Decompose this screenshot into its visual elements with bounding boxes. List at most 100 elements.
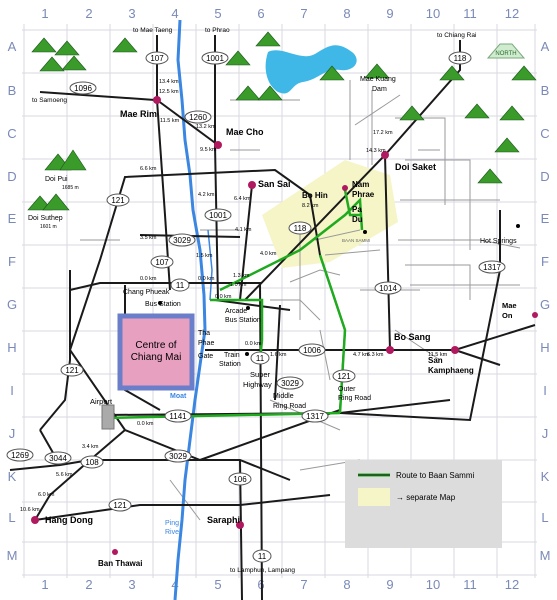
- mountain-icon: [439, 65, 465, 81]
- chiang-mai-centre: [117, 313, 195, 391]
- col-label-top: 10: [426, 6, 440, 21]
- col-label-top: 5: [214, 6, 221, 21]
- label-outer: Outer: [338, 386, 356, 393]
- town-marker-san-kamphaeng: [451, 346, 459, 354]
- road-badge: 1014: [374, 281, 402, 295]
- label-baan-sammi: BAAN SAMMI: [342, 238, 370, 243]
- label-moat: Moat: [170, 393, 187, 400]
- road-badge: 11: [250, 351, 270, 365]
- label-saraphi: Saraphi: [207, 515, 240, 525]
- road-badge: 107: [145, 51, 169, 65]
- mountain-icon: [59, 149, 87, 171]
- label-arcade: Arcade: [225, 308, 247, 315]
- col-label-bottom: 12: [505, 577, 519, 592]
- town-marker-mae-rim: [153, 96, 161, 104]
- label-middle-ring: Ring Road: [273, 403, 306, 410]
- centre-label-1: Centre of: [135, 340, 176, 351]
- road-badge: 1317: [301, 409, 329, 423]
- road-badge: 11: [252, 549, 272, 563]
- legend-separate-label: → separate Map: [396, 493, 456, 502]
- row-label-left: D: [7, 169, 16, 184]
- road-badge: 118: [288, 221, 312, 235]
- label-bo-sang: Bo Sang: [394, 332, 431, 342]
- label-phrae: Phrae: [352, 190, 375, 199]
- to-samoeng: to Samoeng: [32, 97, 67, 104]
- road-badge: 11: [170, 278, 190, 292]
- road-badge: 121: [106, 193, 130, 207]
- road-badge: 121: [332, 369, 356, 383]
- distance-label: 9.5 km: [200, 147, 217, 153]
- road-badge: 121: [108, 498, 132, 512]
- col-label-top: 9: [386, 6, 393, 21]
- route-to-baan-sammi: [104, 189, 364, 420]
- col-label-top: 6: [257, 6, 264, 21]
- col-label-bottom: 8: [343, 577, 350, 592]
- distance-label: 0.0 km: [140, 276, 157, 282]
- centre-label-2: Chiang Mai: [131, 352, 182, 363]
- svg-text:1006: 1006: [303, 346, 321, 355]
- mountain-icon: [494, 137, 520, 153]
- road-badge: 1001: [201, 51, 229, 65]
- mountain-icon: [499, 105, 525, 121]
- svg-text:121: 121: [113, 501, 127, 510]
- to-phrao: to Phrao: [205, 27, 230, 34]
- town-marker-baan-sammi: [363, 230, 367, 234]
- row-label-left: M: [7, 548, 18, 563]
- legend-separate-swatch: [358, 488, 390, 506]
- town-marker-doi-saket: [381, 151, 389, 159]
- mountain-icon: [364, 63, 390, 79]
- col-label-top: 8: [343, 6, 350, 21]
- svg-text:1014: 1014: [379, 284, 397, 293]
- row-label-right: K: [541, 469, 550, 484]
- label-on: On: [502, 311, 513, 320]
- label-airport: Airport: [90, 397, 113, 406]
- mountains: [27, 31, 537, 211]
- town-marker-nam-phrae: [342, 185, 348, 191]
- col-label-top: 4: [171, 6, 178, 21]
- svg-text:1260: 1260: [189, 113, 207, 122]
- mountain-icon: [61, 55, 87, 71]
- distance-label: 4.2 km: [198, 192, 215, 198]
- row-label-right: G: [540, 297, 550, 312]
- road-number-badges: 107 1001 118 1096 1260 121 3029 1001 118…: [6, 51, 506, 563]
- svg-text:1317: 1317: [483, 263, 501, 272]
- label-san-sai: San Sai: [258, 179, 291, 189]
- town-marker-bo-sang: [386, 346, 394, 354]
- label-ban-thawai: Ban Thawai: [98, 559, 142, 568]
- road-badge: 3029: [164, 449, 192, 463]
- svg-text:3029: 3029: [173, 236, 191, 245]
- mountain-icon: [464, 103, 490, 119]
- svg-text:121: 121: [337, 372, 351, 381]
- distance-label: 1.6 km: [270, 352, 287, 358]
- mountain-icon: [235, 85, 261, 101]
- mae-kuang-lake: [265, 45, 357, 94]
- svg-text:3029: 3029: [281, 379, 299, 388]
- row-label-right: F: [541, 254, 549, 269]
- label-bus-station: Bus Station: [145, 301, 181, 308]
- label-hang-dong: Hang Dong: [45, 515, 93, 525]
- airport-icon: [101, 404, 115, 430]
- label-river: River: [165, 529, 182, 536]
- marker-arcade-bus: [246, 306, 250, 310]
- distance-label: 1.0 km: [230, 282, 247, 288]
- svg-text:11: 11: [258, 552, 267, 561]
- road-badge: 1006: [298, 343, 326, 357]
- mountain-icon: [42, 193, 70, 211]
- label-kamphaeng: Kamphaeng: [428, 366, 474, 375]
- svg-text:121: 121: [65, 366, 79, 375]
- road-badge: 107: [150, 255, 174, 269]
- col-label-top: 11: [463, 6, 477, 21]
- marker-train-station: [245, 352, 249, 356]
- col-label-top: 2: [85, 6, 92, 21]
- distance-label: 11.5 km: [160, 118, 180, 124]
- distance-label: 0.0 km: [245, 341, 262, 347]
- distance-label: 1.5 km: [196, 253, 213, 259]
- distance-label: 4.0 km: [260, 251, 277, 257]
- distance-label: 13.2 km: [196, 124, 216, 130]
- mountain-icon: [39, 56, 65, 72]
- town-marker-mae-on: [532, 312, 538, 318]
- col-label-bottom: 1: [41, 577, 48, 592]
- road-badge: 1317: [478, 260, 506, 274]
- distance-label: 3.5 km: [140, 235, 157, 241]
